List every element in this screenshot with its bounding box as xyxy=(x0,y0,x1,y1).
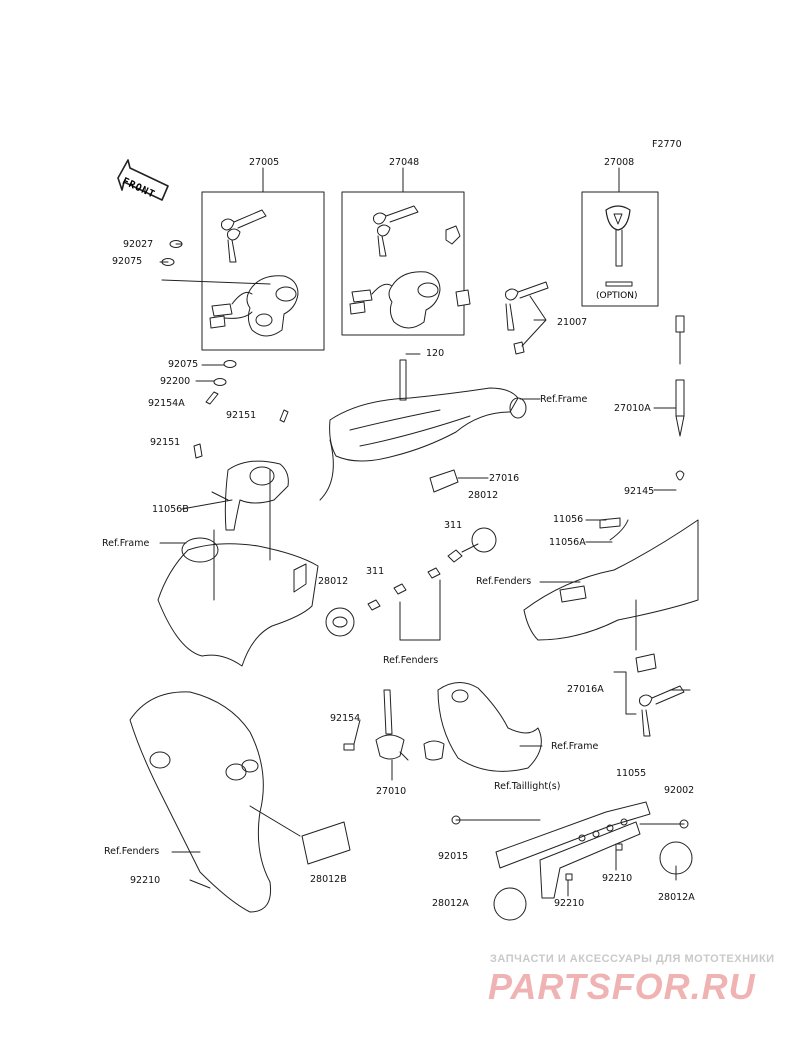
part-11056b-label: 11056B xyxy=(152,504,189,515)
part-27008-label: 27008 xyxy=(604,157,635,168)
part-11056-label: 11056 xyxy=(553,514,584,525)
front-arrow-icon xyxy=(117,159,169,201)
license-bracket-icon xyxy=(495,801,651,899)
sensor-icon xyxy=(343,689,445,761)
bolt-icon xyxy=(193,391,289,459)
key-icon xyxy=(221,209,267,263)
key-icon xyxy=(605,205,633,287)
part-92151-label: 92151 xyxy=(150,437,181,448)
part-92154-label: 92154 xyxy=(330,713,361,724)
part-27010-label: 27010 xyxy=(376,786,407,797)
part-27005-label: 27005 xyxy=(249,157,280,168)
key-icon xyxy=(505,281,549,355)
steering-stem-icon xyxy=(224,460,289,531)
lock-key-icon xyxy=(635,653,685,737)
part-27016a-label: 27016A xyxy=(567,684,604,695)
ref-fenders-label: Ref.Fenders xyxy=(383,655,439,666)
ref-frame-label: Ref.Frame xyxy=(540,394,588,405)
ref-fenders-label: Ref.Fenders xyxy=(104,846,160,857)
lock-cylinder-icon xyxy=(445,225,471,307)
switch-bracket-icon xyxy=(429,469,459,493)
part-21007-label: 21007 xyxy=(557,317,588,328)
part-92210-label: 92210 xyxy=(554,898,585,909)
part-92200-label: 92200 xyxy=(160,376,191,387)
key-icon xyxy=(373,205,419,257)
part-92027-label: 92027 xyxy=(123,239,154,250)
frame-bracket-icon xyxy=(437,682,542,772)
part-11055-label: 11055 xyxy=(616,768,647,779)
part-27048-label: 27048 xyxy=(389,157,420,168)
handlebar-bracket-icon xyxy=(319,359,527,501)
frame-icon xyxy=(157,469,319,667)
ignition-switch-icon xyxy=(209,275,299,337)
watermark-text: ЗАПЧАСТИ И АКСЕССУАРЫ ДЛЯ МОТОТЕХНИКИ xyxy=(490,953,775,965)
part-11056a-label: 11056A xyxy=(549,537,586,548)
part-311-label: 311 xyxy=(444,520,463,531)
ref-frame-label: Ref.Frame xyxy=(102,538,150,549)
kit-box-27008 xyxy=(581,191,659,307)
part-28012-label: 28012 xyxy=(318,576,349,587)
part-28012-label: 28012 xyxy=(468,490,499,501)
ref-taillight-label: Ref.Taillight(s) xyxy=(494,781,561,792)
part-120-label: 120 xyxy=(426,348,445,359)
figure-code: F2770 xyxy=(652,139,682,150)
part-92002-label: 92002 xyxy=(664,785,695,796)
part-92210-label: 92210 xyxy=(130,875,161,886)
reflector-icon xyxy=(493,841,693,921)
part-28012b-label: 28012B xyxy=(310,874,347,885)
part-92015-label: 92015 xyxy=(438,851,469,862)
part-92154a-label: 92154A xyxy=(148,398,185,409)
part-92075-label: 92075 xyxy=(112,256,143,267)
rear-frame-icon xyxy=(523,517,699,651)
part-27016-label: 27016 xyxy=(489,473,520,484)
ref-fenders-label: Ref.Fenders xyxy=(476,576,532,587)
part-28012a-label: 28012A xyxy=(432,898,469,909)
option-label: (OPTION) xyxy=(596,291,638,301)
part-92151-label: 92151 xyxy=(226,410,257,421)
part-92210-label: 92210 xyxy=(602,873,633,884)
reflector-icon xyxy=(301,821,351,865)
grommet-icon xyxy=(325,527,497,637)
part-28012a-label: 28012A xyxy=(658,892,695,903)
watermark-logo: PARTSFOR.RU xyxy=(488,966,756,1007)
part-92075-label: 92075 xyxy=(168,359,199,370)
part-27010a-label: 27010A xyxy=(614,403,651,414)
switch-icon xyxy=(675,315,685,481)
rear-fender-icon xyxy=(129,691,272,913)
ignition-switch-icon xyxy=(349,271,441,329)
ref-frame-label: Ref.Frame xyxy=(551,741,599,752)
part-92145-label: 92145 xyxy=(624,486,655,497)
part-311-label: 311 xyxy=(366,566,385,577)
